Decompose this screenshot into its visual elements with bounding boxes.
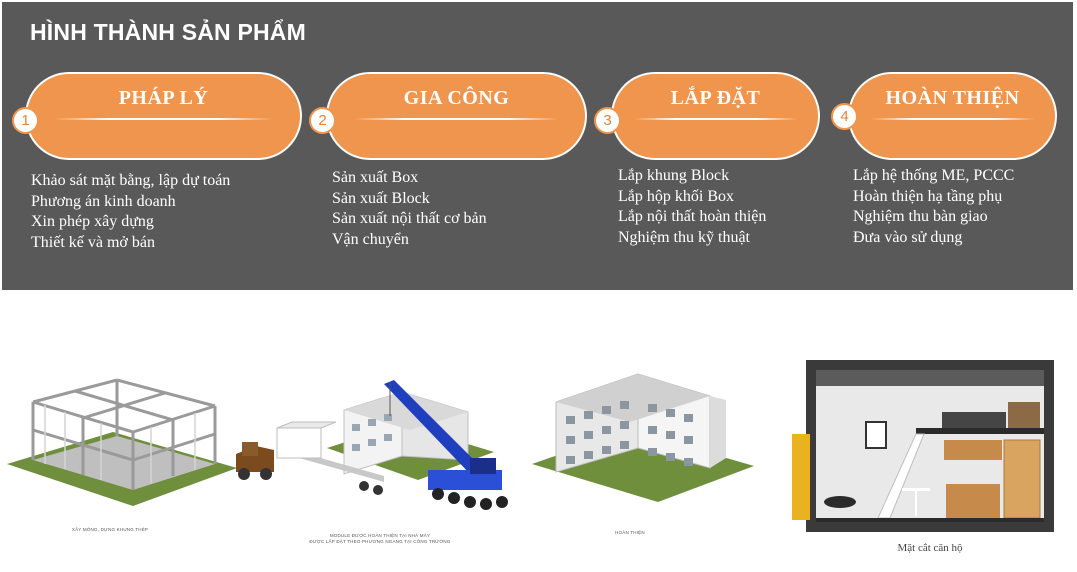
stage-1-item: Thiết kế và mở bán <box>31 233 155 251</box>
stage-3-item: Lắp khung Block <box>618 167 730 184</box>
stage-3-items: Lắp khung Block Lắp hộp khối Box Lắp nội… <box>618 166 766 248</box>
stage-1-items: Khảo sát mặt bằng, lập dự toán Phương án… <box>31 171 230 253</box>
stage-2-pill: GIA CÔNG <box>326 72 587 160</box>
page-title: HÌNH THÀNH SẢN PHẨM <box>30 19 306 45</box>
stage-4-number: 4 <box>831 103 858 130</box>
stage-3-item: Nghiệm thu kỹ thuật <box>618 228 750 246</box>
stage-3-item: Lắp hộp khối Box <box>618 187 734 205</box>
stage-1-number: 1 <box>12 107 39 134</box>
transport-caption-line-1: MODULE ĐƯỢC HOÀN THIỆN TẠI NHÀ MÁY <box>329 533 431 538</box>
stage-4-items: Lắp hệ thống ME, PCCC Hoàn thiện hạ tầng… <box>853 166 1014 248</box>
stage-2-item: Sản xuất Box <box>332 169 419 186</box>
transport-caption-line-2: ĐƯỢC LẮP ĐẶT THEO PHƯƠNG NGANG TẠI CÔNG … <box>309 539 451 544</box>
stage-3-number: 3 <box>594 107 621 134</box>
finished-building-illustration <box>532 373 754 502</box>
stage-2-items: Sản xuất Box Sản xuất Block Sản xuất nội… <box>332 168 487 250</box>
stage-4-item: Nghiệm thu bàn giao <box>853 208 988 225</box>
stage-2-underline <box>353 118 560 120</box>
steel-frame-illustration <box>7 378 237 506</box>
stage-2-number: 2 <box>309 107 336 134</box>
section-caption: Mặt cắt căn hộ <box>897 542 963 554</box>
stage-4-item: Hoàn thiện hạ tầng phụ <box>853 187 1003 205</box>
stage-1-underline <box>54 118 273 120</box>
stage-4-label: HOÀN THIỆN <box>885 87 1020 109</box>
stage-3-label: LẮP ĐẶT <box>670 87 761 109</box>
stage-3-pill: LẮP ĐẶT <box>611 72 820 160</box>
stage-4-item: Lắp hệ thống ME, PCCC <box>853 167 1015 184</box>
stage-1-item: Xin phép xây dựng <box>31 213 154 230</box>
stage-3-item: Lắp nội thất hoàn thiện <box>618 208 767 225</box>
frame-caption: XÂY MÓNG, DỰNG KHUNG THÉP <box>71 527 149 532</box>
stage-2-item: Sản xuất nội thất cơ bản <box>332 210 487 227</box>
stage-3-underline <box>633 118 798 120</box>
stage-1-pill: PHÁP LÝ <box>25 72 302 160</box>
stage-1-item: Phương án kinh doanh <box>31 192 176 210</box>
apartment-section-illustration <box>792 360 1054 532</box>
stage-4-pill: HOÀN THIỆN <box>848 72 1057 160</box>
stage-2-item: Sản xuất Block <box>332 189 430 207</box>
stage-4-item: Đưa vào sử dụng <box>853 228 963 246</box>
stage-1-item: Khảo sát mặt bằng, lập dự toán <box>31 172 231 189</box>
finished-caption: HOÀN THIỆN <box>615 530 645 535</box>
stage-4-underline <box>870 118 1035 120</box>
stage-1-label: PHÁP LÝ <box>118 87 209 109</box>
stage-2-label: GIA CÔNG <box>403 87 510 109</box>
stage-2-item: Vận chuyển <box>332 230 409 248</box>
transport-crane-illustration <box>236 380 508 510</box>
